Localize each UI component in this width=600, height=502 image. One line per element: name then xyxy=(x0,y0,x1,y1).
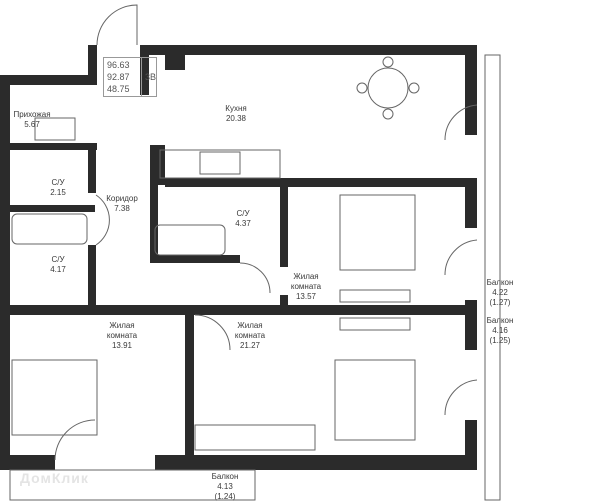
apartment-type: 3В xyxy=(141,58,156,96)
balcony-area: 4.13 xyxy=(217,482,233,491)
room-name: Коридор xyxy=(106,194,138,203)
room-name: Жилая xyxy=(293,272,319,281)
room-name: С/У xyxy=(51,178,65,187)
living-area: 48.75 xyxy=(107,84,130,94)
room-name: Жилая xyxy=(109,321,135,330)
room-area: 21.27 xyxy=(239,341,261,350)
balcony-area: 4.16 xyxy=(492,326,508,335)
total-area: 96.63 xyxy=(107,60,130,70)
balcony-area: 4.22 xyxy=(492,288,508,297)
room-name: С/У xyxy=(51,255,65,264)
room-area: 13.57 xyxy=(295,292,317,301)
room-name-2: комната xyxy=(234,331,266,340)
room-name: Прихожая xyxy=(13,110,51,119)
room-name: Жилая xyxy=(237,321,263,330)
room-area: 4.17 xyxy=(50,265,66,274)
balcony-sub: (1.24) xyxy=(214,492,236,501)
room-area: 7.38 xyxy=(114,204,130,213)
room-area: 4.37 xyxy=(235,219,251,228)
area-2: 92.87 xyxy=(107,72,130,82)
room-name: С/У xyxy=(236,209,250,218)
room-name-2: комната xyxy=(290,282,322,291)
room-area: 20.38 xyxy=(225,114,247,123)
balcony-sub: (1.25) xyxy=(489,336,511,345)
watermark: ДомКлик xyxy=(20,470,89,486)
area-summary: 96.63 92.87 48.75 3В xyxy=(103,57,157,97)
room-name-2: комната xyxy=(106,331,138,340)
balcony-name: Балкон xyxy=(486,316,514,325)
room-area: 13.91 xyxy=(111,341,133,350)
room-area: 5.67 xyxy=(24,120,40,129)
balcony-name: Балкон xyxy=(486,278,514,287)
walls xyxy=(0,45,477,470)
room-area: 2.15 xyxy=(50,188,66,197)
balcony-sub: (1.27) xyxy=(489,298,511,307)
fixtures xyxy=(9,4,501,501)
room-name: Кухня xyxy=(225,104,247,113)
balcony-name: Балкон xyxy=(211,472,239,481)
